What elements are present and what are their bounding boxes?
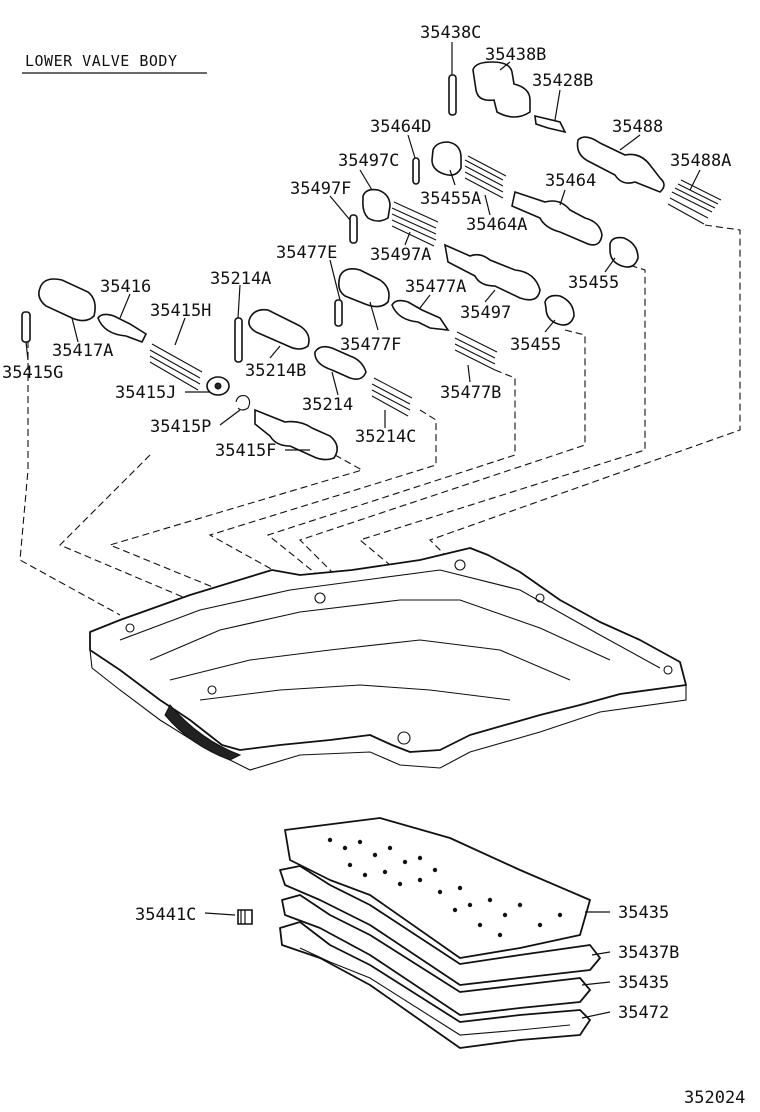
valve-body-side [89,649,687,771]
plug-35438B [472,61,531,118]
pin-35415G [21,311,31,343]
bolt-hole-5 [663,665,673,675]
label-35438B: 35438B [485,45,546,65]
plug-35464A [362,188,391,222]
label-35455A: 35455A [420,189,481,209]
label-35435-lower: 35435 [618,973,669,993]
valve-35488 [576,136,665,193]
plate-35435-upper [284,817,591,959]
valve-body-shadow [164,704,242,761]
figure-id: 352024 [684,1088,745,1108]
valve-35497 [443,243,541,301]
label-35472: 35472 [618,1003,669,1023]
bolt-hole-4 [125,623,135,633]
gasket-inner-line [299,947,571,1036]
label-35441C: 35441C [135,905,196,925]
plug-35455-upper [609,236,639,268]
label-35415P: 35415P [150,417,211,437]
valve-35214 [314,345,367,380]
valve-35477A [391,299,450,331]
plug-35497C [431,141,462,176]
label-35415J: 35415J [115,383,176,403]
clip-35415P [235,395,251,411]
pin-35214A [234,317,243,363]
plug-35477F [338,268,390,308]
label-35477B: 35477B [440,383,501,403]
label-35488A: 35488A [670,151,731,171]
label-35214A: 35214A [210,269,271,289]
label-35464: 35464 [545,171,596,191]
bolt-hole-3 [454,559,466,571]
label-35477F: 35477F [340,335,401,355]
label-35435-upper: 35435 [618,903,669,923]
plate-holes [327,837,563,938]
part-labels: 35438C 35438B 35428B 35464D 35488 35497C… [2,23,731,1023]
label-35464A: 35464A [466,215,527,235]
plug-35417A [38,278,96,322]
assembly-guide-lines [19,224,741,616]
spring-35477B [454,331,498,371]
label-35497: 35497 [460,303,511,323]
valve-body-channel-b [169,639,571,681]
bolt-hole-7 [535,593,545,603]
label-35455-upper: 35455 [568,273,619,293]
label-35428B: 35428B [532,71,593,91]
spring-35415H [149,343,203,391]
plate-35435-lower [281,894,591,1016]
valve-35416 [97,313,148,344]
valve-parts [21,61,722,461]
bolt-hole-1 [397,731,411,745]
label-35497A: 35497A [370,245,431,265]
label-35415G: 35415G [2,363,63,383]
valve-body-ridge [119,569,661,669]
label-35455-lower: 35455 [510,335,561,355]
pin-35497F [349,214,358,244]
label-35214: 35214 [302,395,353,415]
valve-35415F [254,408,338,461]
spring-35488A [667,179,722,225]
diagram-title: LOWER VALVE BODY [25,52,178,70]
separator-plates [237,817,601,1049]
valve-body-channel-a [149,599,611,661]
spring-35214C [371,377,413,417]
label-35214C: 35214C [355,427,416,447]
label-35438C: 35438C [420,23,481,43]
label-35416: 35416 [100,277,151,297]
label-35214B: 35214B [245,361,306,381]
spring-35497A [391,201,439,247]
label-35477A: 35477A [405,277,466,297]
label-35417A: 35417A [52,341,113,361]
leader-lines [25,42,701,1019]
pin-35438C [448,74,457,116]
pin-35477E [334,299,343,327]
lower-valve-body [89,547,687,771]
label-35437B: 35437B [618,943,679,963]
label-35488: 35488 [612,117,663,137]
valve-35428B [534,114,567,134]
label-35497C: 35497C [338,151,399,171]
plate-35437B [279,865,601,986]
label-35464D: 35464D [370,117,431,137]
spring-35455A [464,155,507,199]
gasket-35472 [279,921,591,1049]
washer-hole [214,382,222,390]
label-35415F: 35415F [215,441,276,461]
plug-35455-lower [544,294,575,326]
valve-body-channel-c [199,684,511,701]
label-35415H: 35415H [150,301,211,321]
label-35477E: 35477E [276,243,337,263]
plug-35214B [248,308,310,350]
bolt-hole-2 [314,592,326,604]
valve-35464 [511,190,603,246]
pin-35464D [412,157,420,185]
bolt-hole-6 [207,685,217,695]
label-35497F: 35497F [290,179,351,199]
